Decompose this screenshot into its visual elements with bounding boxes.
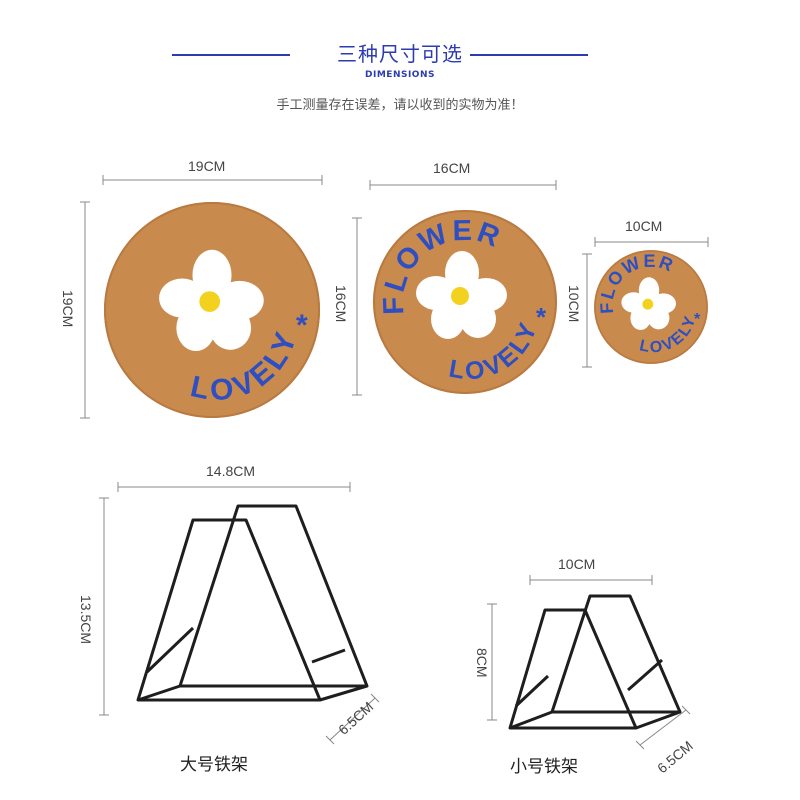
flower-icon [416, 251, 507, 339]
rack-small-name: 小号铁架 [510, 757, 578, 777]
page-subtitle: DIMENSIONS [365, 70, 435, 80]
coaster-large-star: * [296, 309, 308, 342]
rack-small [508, 594, 682, 730]
measurement-note: 手工测量存在误差，请以收到的实物为准！ [276, 98, 524, 113]
rack-large-height-label: 13.5CM [78, 595, 94, 645]
coaster-large: FLOWER LOVELY * [0, 58, 320, 429]
coaster-medium: FLOWER LOVELY * [350, 185, 557, 403]
rack-large-width-label: 14.8CM [206, 463, 256, 479]
coaster-large-height-label: 19CM [60, 290, 76, 328]
rack-dimension-lines [99, 482, 691, 750]
coaster-small-height-label: 10CM [566, 285, 582, 323]
rack-small-height-label: 8CM [474, 648, 490, 678]
rack-small-width-label: 10CM [558, 556, 596, 572]
rack-large-name: 大号铁架 [180, 755, 248, 775]
coaster-medium-width-label: 16CM [433, 160, 471, 176]
rack-large [136, 504, 369, 702]
coaster-medium-height-label: 16CM [333, 285, 349, 323]
coaster-small-width-label: 10CM [625, 218, 663, 234]
coaster-large-text-top: FLOWER [0, 58, 1, 184]
coaster-medium-star: * [536, 302, 547, 332]
coaster-illustrations: FLOWER LOVELY * FLOWER LOVELY * [0, 58, 709, 429]
page-title: 三种尺寸可选 [337, 42, 463, 66]
flower-icon [621, 277, 676, 330]
coaster-small-star: * [694, 311, 701, 328]
title-left-line [172, 54, 290, 56]
flower-icon [159, 249, 264, 351]
title-right-line [470, 54, 588, 56]
rack-illustrations [99, 482, 691, 750]
coaster-small: FLOWER LOVELY * [579, 232, 708, 368]
coaster-large-width-label: 19CM [188, 158, 226, 174]
coaster-dimension-lines [80, 175, 709, 419]
